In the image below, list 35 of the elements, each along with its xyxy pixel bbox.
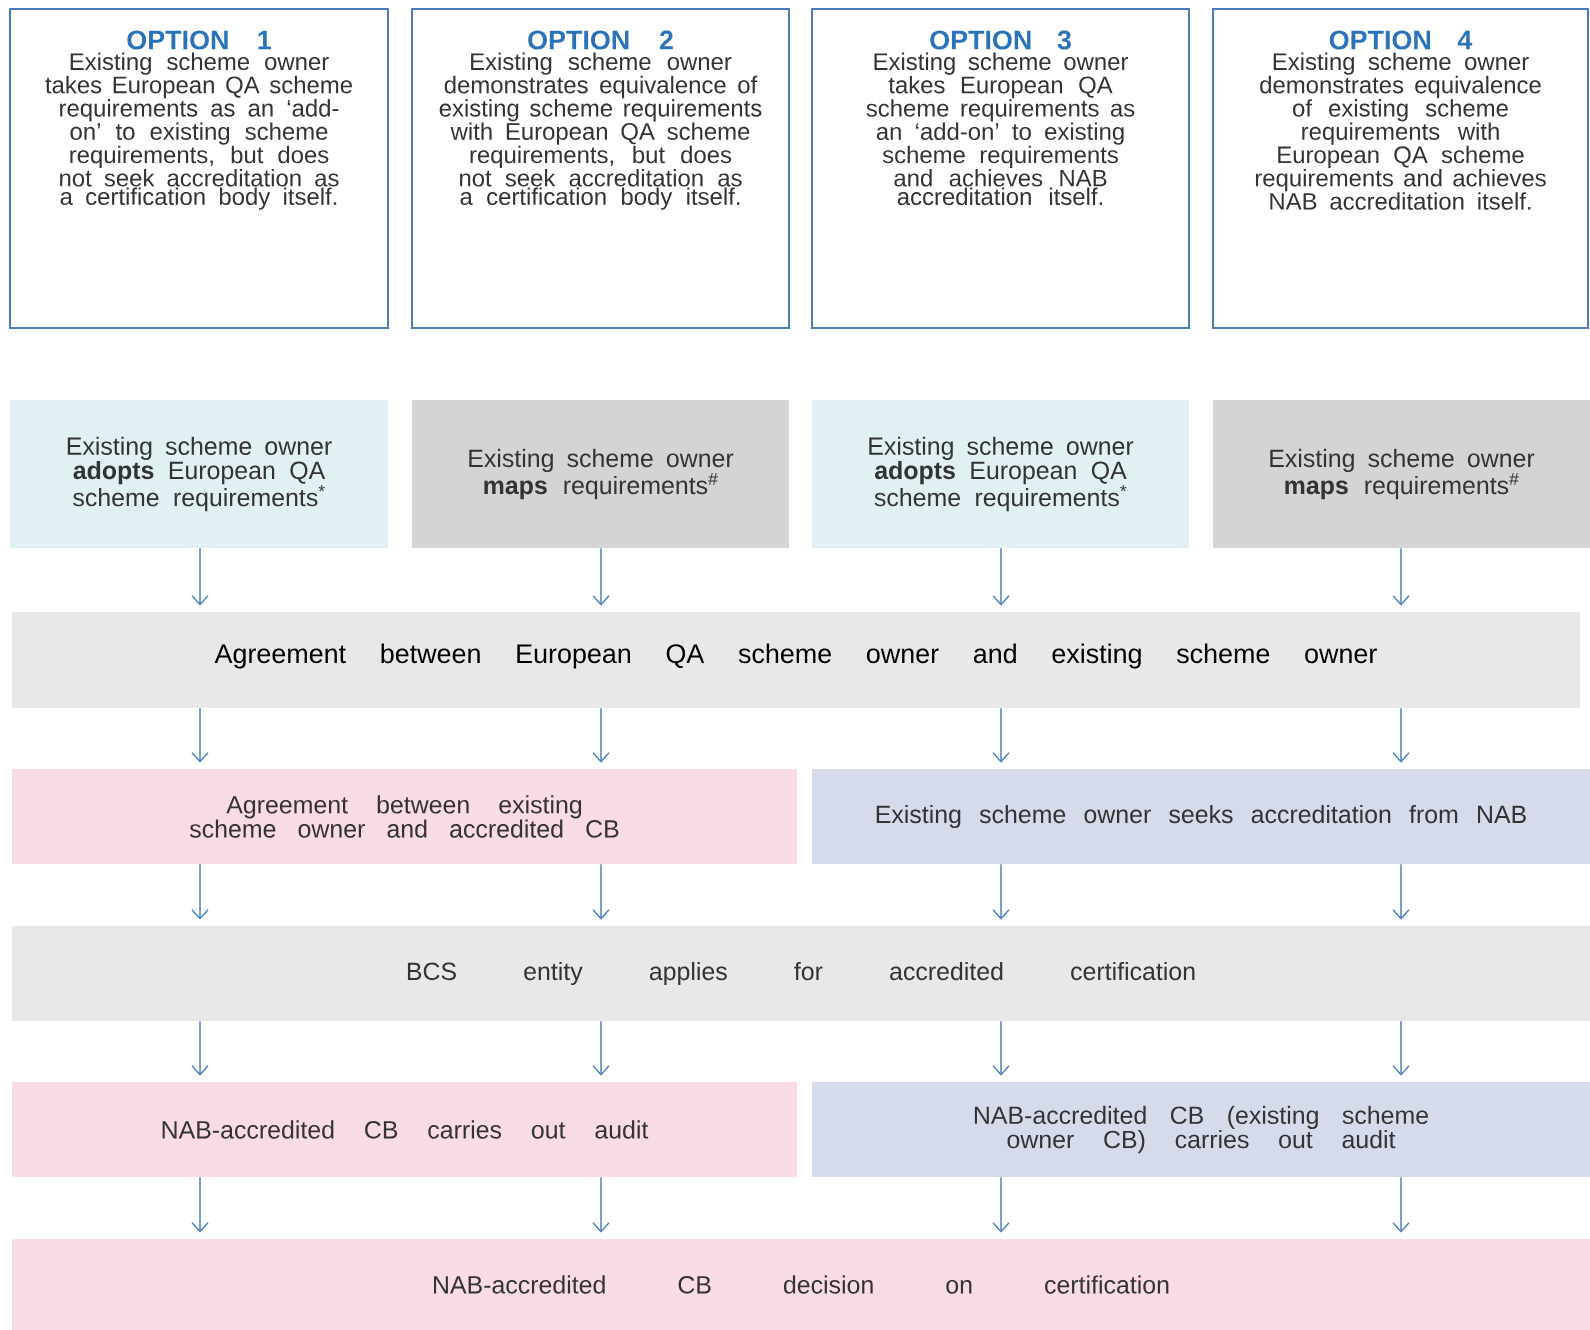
arrow bbox=[191, 707, 209, 763]
option-box: OPTION 2 Existing scheme owner demonstrates equivalence of existing scheme requirements with European QA scheme requirements, but does not seek accreditation as a certification body itself. bbox=[411, 8, 790, 329]
arrow bbox=[592, 547, 610, 606]
arrow bbox=[191, 863, 209, 920]
step-box: Existing scheme owner maps requirements$^{#}$ bbox=[1213, 400, 1590, 548]
arrow bbox=[1392, 547, 1410, 606]
arrow bbox=[592, 1176, 610, 1233]
arrow bbox=[992, 1020, 1010, 1076]
arrow bbox=[992, 863, 1010, 920]
arrow bbox=[1392, 1020, 1410, 1076]
step-box: NAB-accredited CB carries out audit bbox=[12, 1082, 797, 1177]
option-box: OPTION 4 Existing scheme owner demonstrates equivalence of existing scheme requirements with European QA scheme requirements and achieves NAB accreditation itself. bbox=[1212, 8, 1589, 329]
step-box: Existing scheme owner seeks accreditation from NAB bbox=[812, 769, 1590, 864]
arrow bbox=[992, 1176, 1010, 1233]
arrow bbox=[992, 707, 1010, 763]
step-box: NAB-accredited CB (existing scheme owner CB) carries out audit bbox=[812, 1082, 1590, 1177]
arrow bbox=[1392, 707, 1410, 763]
arrow bbox=[191, 547, 209, 606]
step-band: BCS entity applies for accredited certification bbox=[12, 926, 1590, 1021]
arrow bbox=[191, 1176, 209, 1233]
arrow bbox=[592, 707, 610, 763]
step-box: Existing scheme owner maps requirements$^{#}$ bbox=[412, 400, 789, 548]
arrow bbox=[592, 1020, 610, 1076]
arrow bbox=[191, 1020, 209, 1076]
arrow bbox=[1392, 863, 1410, 920]
arrow bbox=[992, 547, 1010, 606]
step-box: Existing scheme owner adopts European QA scheme requirements$^{*}$ bbox=[812, 400, 1189, 548]
arrow bbox=[592, 863, 610, 920]
option-box: OPTION 1 Existing scheme owner takes European QA scheme requirements as an ‘add-on’ to existing scheme requirements, but does not seek accreditation as a certification body itself. bbox=[9, 8, 389, 329]
option-box: OPTION 3 Existing scheme owner takes European QA scheme requirements as an ‘add-on’ to existing scheme requirements and achieves NAB accreditation itself. bbox=[811, 8, 1190, 329]
step-box: Agreement between existing scheme owner and accredited CB bbox=[12, 769, 797, 864]
step-band: NAB-accredited CB decision on certification bbox=[12, 1239, 1590, 1330]
arrow bbox=[1392, 1176, 1410, 1233]
step-box: Existing scheme owner adopts European QA scheme requirements$^{*}$ bbox=[10, 400, 388, 548]
agreement-band: Agreement between European QA scheme owner and existing scheme owner bbox=[12, 612, 1580, 708]
